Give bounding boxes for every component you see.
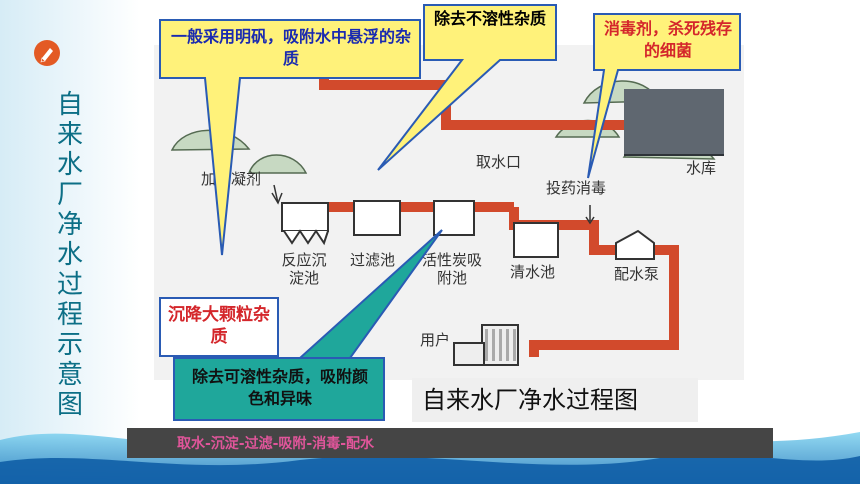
callout-alum-text: 一般采用明矾，吸附水中悬浮的杂质 xyxy=(170,27,411,68)
reaction-tank-icon xyxy=(281,202,329,232)
label-pump: 配水泵 xyxy=(614,265,660,283)
pen-badge-icon xyxy=(34,40,60,66)
label-clear-tank: 清水池 xyxy=(510,263,556,281)
label-intake: 取水口 xyxy=(476,153,522,171)
callout-insoluble-shape xyxy=(377,4,557,171)
label-disinfect: 投药消毒 xyxy=(546,179,607,197)
callout-sediment-text: 沉降大颗粒杂质 xyxy=(168,305,270,347)
callout-alum-shape xyxy=(159,19,421,256)
label-reaction-tank: 反应沉淀池 xyxy=(281,251,327,287)
carbon-tank-icon xyxy=(433,200,475,236)
callout-disinfectant-text: 消毒剂，杀死残存的细菌 xyxy=(603,19,732,60)
callout-soluble-shape xyxy=(173,229,443,421)
vertical-title: 自来水厂净水过程示意图 xyxy=(56,90,83,420)
pump-icon xyxy=(615,229,655,260)
diagram-caption: 自来水厂净水过程图 xyxy=(412,378,698,422)
label-user: 用户 xyxy=(420,331,451,349)
hill-left2-icon xyxy=(247,154,308,174)
callout-sediment-shape xyxy=(159,297,279,357)
filter-tank-icon xyxy=(353,200,401,236)
reservoir-icon xyxy=(624,89,724,155)
callout-disinfectant-shape xyxy=(587,13,741,179)
callout-soluble-text: 除去可溶性杂质，吸附颜色和异味 xyxy=(191,367,368,408)
callout-insoluble-text: 除去不溶性杂质 xyxy=(433,9,546,28)
summary-banner-text: 取水-沉淀-过滤-吸附-消毒-配水 xyxy=(177,436,375,452)
clear-tank-icon xyxy=(513,222,559,258)
label-reservoir: 水库 xyxy=(686,159,717,177)
label-carbon-tank: 活性炭吸附池 xyxy=(422,251,483,287)
summary-banner: 取水-沉淀-过滤-吸附-消毒-配水 xyxy=(127,428,773,458)
label-filter-tank: 过滤池 xyxy=(350,251,396,269)
